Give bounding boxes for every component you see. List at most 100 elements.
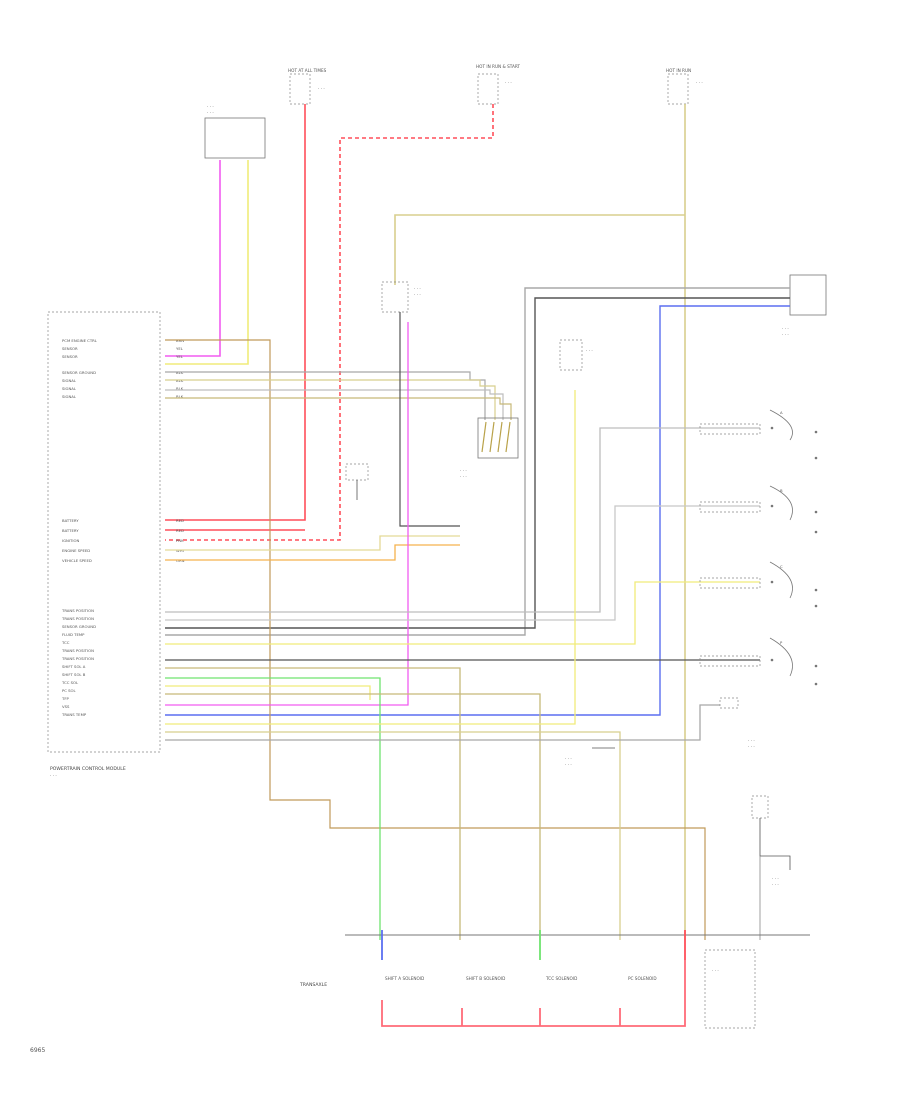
pin-bot-2: TRANS POSITION — [61, 616, 94, 621]
wire-red-fuse1 — [165, 104, 306, 521]
pin-mid-5: VEHICLE SPEED — [62, 558, 92, 563]
wire-black-rs2 — [165, 297, 790, 629]
fuse-1-desc: · · · — [318, 86, 325, 91]
pcm-pins-mid: BATTERY BATTERY IGNITION ENGINE SPEED VE… — [62, 518, 186, 563]
misc-label-2: · · · — [565, 762, 572, 767]
pcm-sublabel: · · · — [50, 773, 57, 778]
relay-label: · · · — [414, 286, 421, 291]
wire-khaki-top5 — [165, 379, 496, 420]
switch-a: A — [699, 409, 818, 460]
pin-top-3: SENSOR — [62, 354, 78, 359]
br-sensor-label-2: · · · — [772, 882, 779, 887]
wire-yellow-b12 — [165, 390, 576, 725]
wire-gray-b14 — [165, 704, 720, 741]
wire-gray-top6 — [165, 389, 504, 420]
connector-label-2: · · · — [460, 474, 467, 479]
transaxle-section: TRANSAXLE · · · SHIFT A SOLENOID SHIFT B… — [299, 934, 810, 1029]
switch-p-label: P — [780, 640, 783, 645]
sensor-label-2: · · · — [207, 110, 214, 115]
misc-label: · · · — [565, 756, 572, 761]
fuse-3-desc: · · · — [696, 80, 703, 85]
pin-bot-14: TRANS TEMP — [61, 712, 87, 717]
pin-mid-1: BATTERY — [62, 518, 79, 523]
wire-gray-b1 — [165, 427, 760, 613]
pin-bot-11: PC SOL — [62, 688, 77, 693]
pcm-pins-top: PCM ENGINE CTRL SENSOR SENSOR SENSOR GRO… — [62, 338, 184, 399]
pin-top-6-wire: BLK — [176, 386, 184, 391]
wire-red-return — [381, 960, 686, 1027]
wire-black-center — [399, 312, 460, 527]
wire-olive-top7 — [165, 397, 512, 420]
switch-c-label: C — [780, 564, 783, 569]
fuse-2-desc: · · · — [505, 80, 512, 85]
mrs-label: · · · — [586, 348, 593, 353]
mid-right-sensor: · · · — [559, 339, 593, 371]
wires-pcm-mid — [165, 322, 460, 706]
wire-green-b8 — [165, 677, 381, 940]
fuse-2-title: HOT IN RUN & START — [476, 64, 520, 69]
fuse-3-title: HOT IN RUN — [666, 68, 691, 73]
wire-yellow-b4 — [165, 581, 760, 645]
pin-top-7-wire: BLK — [176, 394, 184, 399]
pcm-pins-bottom: TRANS POSITION TRANS POSITION SENSOR GRO… — [61, 608, 96, 717]
wire-khaki-branch — [394, 214, 685, 285]
wire-brown-top1 — [165, 339, 706, 940]
wires-top — [165, 104, 686, 940]
center-relay: · · · · · · — [381, 281, 421, 313]
fuse-block-1: HOT AT ALL TIMES · · · — [288, 68, 327, 105]
sensor-label: · · · — [207, 104, 214, 109]
switch-c: C — [699, 561, 818, 608]
relay-label-2: · · · — [414, 292, 421, 297]
wires-right-sensor — [165, 287, 790, 716]
top-left-sensor: · · · · · · — [204, 104, 266, 159]
wires-pcm-top — [165, 312, 706, 940]
pin-top-2-wire: YEL — [176, 346, 184, 351]
pin-top-4: SENSOR GROUND — [62, 370, 96, 375]
connector-label: · · · — [460, 468, 467, 473]
tr-sensor-label: · · · — [782, 326, 789, 331]
transaxle-label: TRANSAXLE — [299, 982, 327, 988]
switch-contacts: A B C P · — [699, 409, 818, 749]
wire-olive-b7 — [165, 667, 461, 940]
switch-b-label: B — [780, 488, 783, 493]
solenoid-shift-b: SHIFT B SOLENOID — [466, 976, 505, 981]
wire-yellow-b9 — [165, 685, 371, 700]
wire-blue-rs3 — [165, 305, 790, 716]
pin-mid-3: IGNITION — [62, 538, 79, 543]
pin-top-1: PCM ENGINE CTRL — [62, 338, 98, 343]
pin-bot-13: VSS — [62, 704, 70, 709]
pcm-label: POWERTRAIN CONTROL MODULE — [50, 766, 126, 772]
pin-bot-8: SHIFT SOL A — [62, 664, 86, 669]
pin-bot-1: TRANS POSITION — [61, 608, 94, 613]
wire-orange-mid5 — [165, 544, 460, 561]
wire-khaki-b13 — [165, 731, 621, 940]
footer-code: 6965 — [30, 1047, 45, 1054]
fuse-1-title: HOT AT ALL TIMES — [288, 68, 327, 73]
switch-assembly-label: · · · — [748, 738, 755, 743]
wires-transaxle — [381, 930, 686, 1027]
pin-top-2: SENSOR — [62, 346, 78, 351]
wire-gray-rs1 — [165, 287, 790, 636]
pin-bot-10: TCC SOL — [61, 680, 79, 685]
top-right-sensor: · · · · · · — [782, 274, 827, 337]
pin-bot-9: SHIFT SOL B — [62, 672, 86, 677]
pin-top-7: SIGNAL — [62, 394, 77, 399]
switch-a-label: A — [780, 410, 783, 415]
pin-mid-1-wire: RED — [176, 518, 184, 523]
wire-yellow-sensor — [165, 160, 249, 365]
wires-pcm-bottom — [165, 390, 760, 940]
tr-sensor-label-2: · · · — [782, 332, 789, 337]
right-misc: · · · · · · · · · · · · — [565, 697, 791, 940]
pin-mid-2: BATTERY — [62, 528, 79, 533]
pin-bot-7: TRANS POSITION — [61, 656, 94, 661]
switch-p: P — [699, 637, 818, 686]
pin-mid-3-wire: PNK — [176, 538, 184, 543]
solenoid-shift-a: SHIFT A SOLENOID — [385, 976, 424, 981]
switch-assembly-label-2: · · · — [748, 744, 755, 749]
pin-top-3-wire: YEL — [176, 354, 184, 359]
wire-gray-b2 — [165, 505, 760, 621]
wire-magenta-mid — [165, 322, 409, 706]
fuse-block-3: HOT IN RUN · · · — [666, 68, 703, 105]
pin-mid-2-wire: RED — [176, 528, 184, 533]
